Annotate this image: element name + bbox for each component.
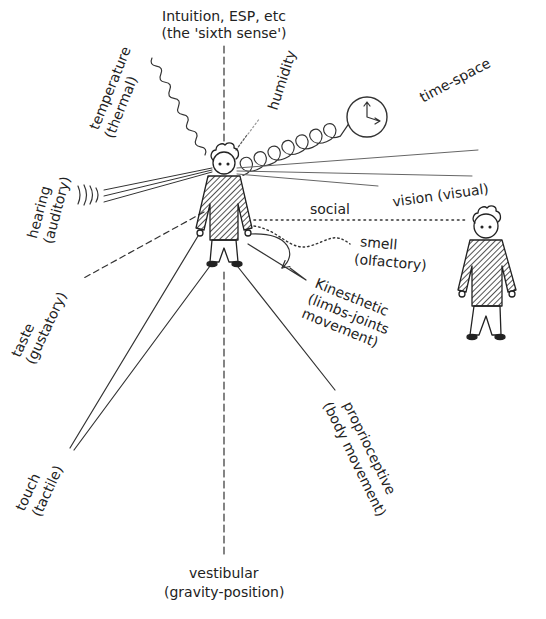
intuition-line [223, 46, 224, 144]
sense-label: humidity [264, 46, 300, 114]
sense-label: smell [357, 233, 400, 253]
person-foot [232, 262, 242, 267]
other-person-eye [481, 226, 483, 228]
sound-arcs [78, 185, 98, 205]
vestibular-line [223, 272, 224, 557]
person-hand [245, 230, 251, 236]
humidity-line [236, 135, 247, 150]
person-foot [207, 262, 217, 267]
person-eye [219, 163, 221, 165]
other-person-head [474, 214, 498, 238]
sense-label: vestibular [187, 565, 261, 581]
other-person-hand [509, 291, 515, 297]
kinesthetic-arrow [250, 234, 290, 268]
other-person-foot [467, 335, 477, 340]
person-legs [210, 240, 238, 262]
other-person-legs [470, 306, 501, 335]
sense-label: vision (visual) [389, 180, 491, 210]
vision-lines [237, 150, 478, 186]
other-person-hand [459, 291, 465, 297]
other-person-sweater [458, 240, 516, 306]
sense-label: (the 'sixth sense') [160, 25, 289, 41]
person-head [213, 152, 235, 174]
person-hand [197, 230, 203, 236]
person-sweater [196, 176, 252, 240]
temperature-wave [151, 58, 206, 155]
person-hair [211, 143, 238, 160]
touch-lines [70, 236, 210, 450]
sense-label: time-space [415, 54, 495, 107]
social-line [254, 219, 466, 221]
hearing-lines [104, 168, 212, 202]
taste-line [82, 212, 204, 279]
sense-label: social [308, 201, 352, 217]
kinesthetic-lines [248, 244, 306, 280]
other-person-hair [473, 206, 500, 223]
other-person-foot [495, 335, 505, 340]
sense-label: (gravity-position) [162, 584, 286, 600]
sense-label: Intuition, ESP, etc [160, 8, 288, 24]
humidity-line [248, 118, 260, 134]
smell-curve [254, 226, 350, 247]
sense-label: (olfactory) [351, 251, 429, 274]
other-person-eye [489, 226, 491, 228]
clock-hands [364, 102, 380, 124]
clock-face [347, 97, 387, 137]
person-eye [227, 163, 229, 165]
